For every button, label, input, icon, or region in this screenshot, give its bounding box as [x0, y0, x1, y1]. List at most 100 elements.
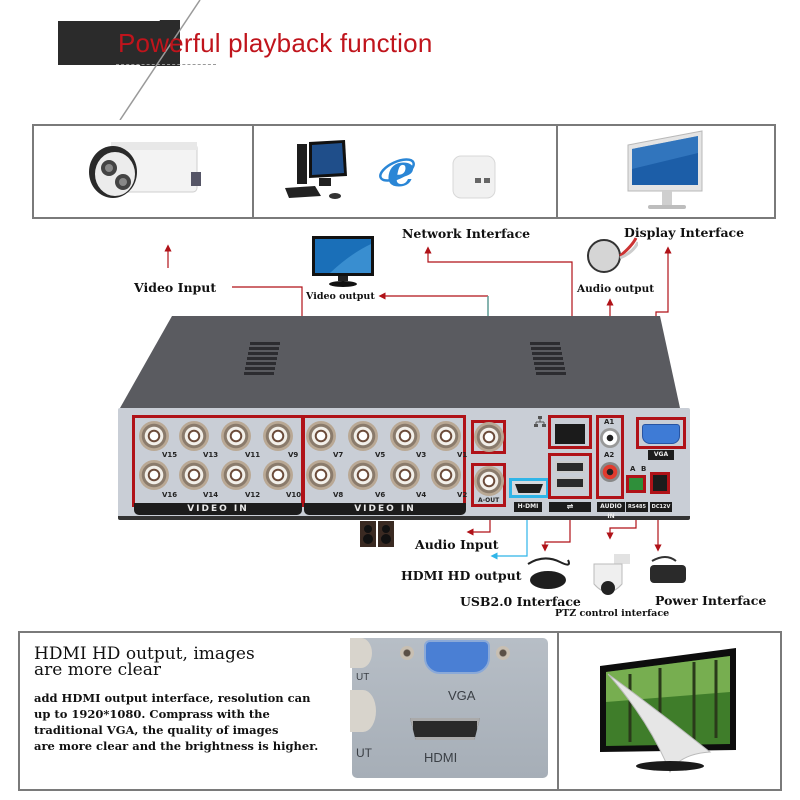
- rca-red-port[interactable]: [600, 462, 620, 482]
- feature-title: HDMI HD output, images are more clear: [34, 644, 255, 680]
- audio-in-box[interactable]: [596, 415, 624, 499]
- feature-text-line: add HDMI output interface, resolution ca…: [34, 691, 311, 705]
- hdmi-connector-icon: [410, 718, 480, 740]
- port-label: V4: [416, 491, 427, 499]
- port-label: V10: [286, 491, 302, 499]
- port-label: V12: [245, 491, 261, 499]
- aout-port-box[interactable]: [471, 463, 506, 507]
- vga-port[interactable]: [642, 424, 680, 444]
- port-label: V9: [288, 451, 299, 459]
- audio-output-label: Audio output: [577, 283, 655, 295]
- audio-input-label: Audio Input: [415, 537, 499, 552]
- feature-box: [18, 631, 782, 791]
- photo-vga-label: VGA: [448, 688, 476, 703]
- vga-connector-icon: [424, 640, 490, 674]
- usb-mouse-icon: [527, 557, 570, 589]
- screw-icon: [496, 646, 510, 660]
- vout-bnc-port[interactable]: [474, 422, 504, 452]
- bullet-camera-icon: [89, 141, 201, 198]
- feature-title-line: HDMI HD output, images: [34, 644, 255, 664]
- usb-label: ⇌: [549, 502, 591, 512]
- dvr-top-cover: [120, 316, 680, 412]
- feature-description: add HDMI output interface, resolution ca…: [34, 690, 354, 754]
- hdmi-port[interactable]: [515, 484, 543, 493]
- port-label: V1: [457, 451, 468, 459]
- port-label: V13: [203, 451, 219, 459]
- port-label: V3: [416, 451, 427, 459]
- vout-port-box[interactable]: [471, 420, 506, 454]
- header-slash-decoration: [119, 0, 201, 120]
- page-title: Powerful playback function: [118, 28, 433, 58]
- network-symbol-icon: [534, 416, 546, 427]
- rs485-label: RS485: [626, 502, 648, 512]
- bnc-fragment: [350, 638, 372, 668]
- a1-label: A1: [604, 418, 615, 426]
- bnc-port[interactable]: [348, 421, 378, 451]
- usb-port-box[interactable]: [548, 453, 592, 499]
- port-label: V15: [162, 451, 178, 459]
- speakers-icon: [360, 521, 394, 547]
- bnc-port[interactable]: [179, 421, 209, 451]
- monitor-cell: [556, 126, 774, 217]
- microphone-icon: [587, 237, 638, 273]
- port-label: V16: [162, 491, 178, 499]
- bnc-port[interactable]: [306, 460, 336, 490]
- port-label: V11: [245, 451, 261, 459]
- ptz-line: [606, 512, 637, 540]
- network-port-box[interactable]: [548, 415, 592, 449]
- hdmi-vga-closeup-photo: UT UT VGA HDMI: [350, 638, 548, 778]
- bnc-port[interactable]: [306, 421, 336, 451]
- vga-label: VGA: [648, 450, 674, 460]
- port-label: V8: [333, 491, 344, 499]
- video-input-label: Video Input: [134, 280, 217, 295]
- rs485-terminal[interactable]: [626, 475, 646, 493]
- vga-port-box[interactable]: [636, 417, 686, 449]
- dc12v-label: DC12V: [650, 502, 672, 512]
- port-label: V5: [375, 451, 386, 459]
- port-label: V6: [375, 491, 386, 499]
- camera-cell: [34, 126, 252, 217]
- feature-text-line: traditional VGA, the quality of images: [34, 723, 279, 737]
- bnc-port[interactable]: [139, 421, 169, 451]
- feature-divider: [557, 631, 559, 791]
- bnc-port[interactable]: [390, 421, 420, 451]
- bnc-port[interactable]: [390, 460, 420, 490]
- bnc-port[interactable]: [221, 460, 251, 490]
- rj45-port[interactable]: [555, 424, 585, 444]
- bnc-port[interactable]: [139, 460, 169, 490]
- a2-label: A2: [604, 451, 615, 459]
- port-label: V7: [333, 451, 344, 459]
- aout-bnc-port[interactable]: [474, 466, 504, 496]
- bnc-fragment: [350, 690, 376, 732]
- out-label-top: UT: [356, 672, 370, 683]
- rs485-b-label: B: [641, 465, 647, 473]
- video-in-label-right: VIDEO IN: [304, 503, 466, 515]
- usb-interface-label: USB2.0 Interface: [460, 594, 581, 609]
- usb-port[interactable]: [555, 477, 585, 489]
- video-output-label: Video output: [306, 291, 375, 302]
- device-strip: e: [32, 124, 776, 219]
- usb-port[interactable]: [555, 461, 585, 473]
- bnc-port[interactable]: [263, 421, 293, 451]
- bnc-port[interactable]: [179, 460, 209, 490]
- hd-tv-icon: [600, 648, 736, 774]
- display-interface-label: Display Interface: [624, 225, 745, 240]
- bnc-port[interactable]: [348, 460, 378, 490]
- network-devices-icon: e: [285, 139, 496, 199]
- photo-hdmi-label: HDMI: [424, 750, 458, 765]
- bnc-port[interactable]: [431, 460, 461, 490]
- usb-line: [541, 512, 571, 552]
- bnc-port[interactable]: [221, 421, 251, 451]
- feature-title-line: are more clear: [34, 660, 161, 680]
- hdmi-hd-output-label: HDMI HD output: [401, 568, 522, 583]
- bnc-port[interactable]: [431, 421, 461, 451]
- rca-white-port[interactable]: [600, 428, 620, 448]
- power-adapter-icon: [650, 556, 686, 583]
- feature-text-line: are more clear and the brightness is hig…: [34, 739, 319, 753]
- bnc-port[interactable]: [263, 460, 293, 490]
- port-label: V14: [203, 491, 219, 499]
- out-label-bottom: UT: [356, 746, 372, 760]
- dc-power-jack[interactable]: [650, 472, 670, 494]
- hdmi-port-box[interactable]: [509, 478, 549, 498]
- video-output-monitor-icon: [312, 236, 374, 287]
